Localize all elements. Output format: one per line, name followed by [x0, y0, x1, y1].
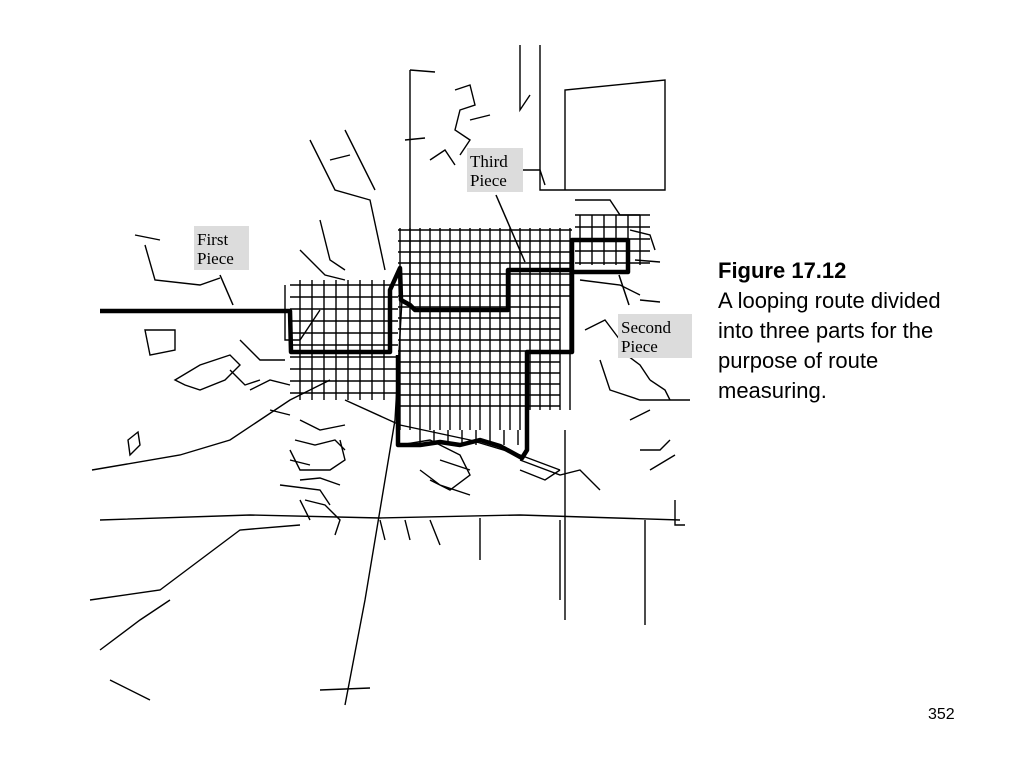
label-first-piece-line2: Piece	[197, 249, 234, 268]
label-second-piece-line1: Second	[621, 318, 672, 337]
street-map: First Piece Second Piece Third Piece	[89, 45, 692, 706]
label-third-piece: Third Piece	[467, 148, 523, 192]
east-roads-2	[629, 229, 671, 401]
label-first-piece: First Piece	[194, 226, 249, 270]
south-road-2	[109, 679, 371, 701]
north-right-roads	[515, 45, 640, 216]
figure-description: A looping route divided into three parts…	[718, 288, 941, 403]
road-network	[89, 45, 690, 706]
north-curves	[429, 84, 491, 166]
label-second-piece-line2: Piece	[621, 337, 658, 356]
west-loop	[173, 354, 261, 391]
north-road-1	[404, 69, 436, 141]
west-block-2	[239, 339, 291, 416]
northwest-road	[309, 129, 386, 271]
label-third-piece-bg	[467, 148, 523, 192]
downtown-grid	[290, 214, 650, 445]
label-third-piece-line1: Third	[470, 152, 508, 171]
label-first-piece-bg	[194, 226, 249, 270]
west-road-1	[134, 234, 221, 286]
central-south	[399, 439, 471, 496]
label-second-piece-bg	[618, 314, 692, 358]
far-east-roads	[629, 409, 685, 526]
southwest-block-2	[289, 459, 341, 536]
south-loop	[279, 439, 346, 521]
page-number: 352	[928, 706, 955, 723]
pond	[127, 430, 141, 457]
south-spurs	[379, 518, 646, 625]
figure-caption: Figure 17.12 A looping route divided int…	[718, 256, 948, 406]
label-pointers	[219, 194, 630, 306]
southwest-road	[91, 379, 331, 471]
west-road-2	[299, 219, 346, 281]
figure-number: Figure 17.12	[718, 258, 847, 283]
measured-route	[100, 237, 631, 461]
southwest-block	[294, 419, 346, 451]
label-third-piece-line2: Piece	[470, 171, 507, 190]
south-road-1	[89, 524, 301, 651]
northeast-road	[539, 45, 666, 191]
east-west-highway	[99, 514, 681, 521]
southeast-road	[519, 430, 601, 620]
label-first-piece-line1: First	[197, 230, 228, 249]
east-roads	[579, 279, 690, 401]
diagonal-southeast	[344, 399, 561, 471]
label-second-piece: Second Piece	[618, 314, 692, 358]
